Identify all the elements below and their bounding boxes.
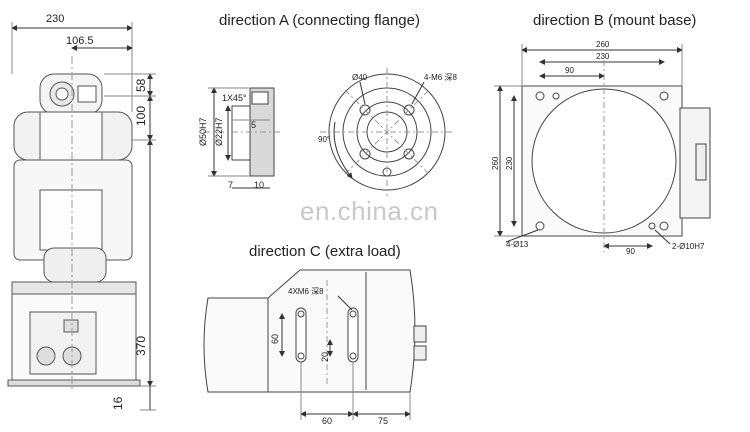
mount-base bbox=[494, 44, 711, 252]
flange-lip: 10 bbox=[254, 180, 264, 190]
watermark: en.china.cn bbox=[300, 196, 439, 226]
base-w-outer: 260 bbox=[596, 40, 610, 49]
shoulder bbox=[43, 247, 107, 283]
dim-100: 100 bbox=[134, 106, 148, 126]
flange-bore-inner: Ø22H7 bbox=[214, 117, 224, 146]
flange-bolt-circle: Ø40 bbox=[352, 73, 368, 82]
caption-direction-b: direction B (mount base) bbox=[533, 12, 697, 29]
load-v-small: 20 bbox=[320, 352, 330, 362]
load-h-dim2: 75 bbox=[378, 416, 388, 426]
flange-shoulder: 7 bbox=[228, 180, 233, 190]
caption-direction-a: direction A (connecting flange) bbox=[219, 12, 420, 29]
extra-load bbox=[203, 269, 427, 420]
caption-direction-c: direction C (extra load) bbox=[249, 243, 401, 260]
base-pins: 2-Ø10H7 bbox=[672, 242, 705, 251]
base-w-inner: 230 bbox=[596, 52, 610, 61]
left-view bbox=[7, 22, 156, 411]
dim-230: 230 bbox=[46, 13, 64, 25]
dim-16: 16 bbox=[111, 396, 125, 410]
base-holes: 4-Ø13 bbox=[506, 240, 529, 249]
base-h-outer: 260 bbox=[491, 156, 500, 170]
flange-bore-outer: Ø50H7 bbox=[198, 117, 208, 146]
base-h-inner: 230 bbox=[505, 156, 514, 170]
flange-angle: 90° bbox=[318, 135, 330, 144]
flange-chamfer: 1X45° bbox=[222, 93, 247, 103]
flange-threads: 4-M6 深8 bbox=[424, 73, 457, 82]
flange-front bbox=[320, 68, 454, 196]
flange-depth: 5 bbox=[251, 120, 256, 130]
dim-106-5: 106.5 bbox=[66, 35, 94, 47]
base-pin-dist: 90 bbox=[626, 247, 635, 256]
dim-370: 370 bbox=[134, 336, 148, 356]
load-h-dim1: 60 bbox=[322, 416, 332, 426]
load-v-dim: 60 bbox=[270, 334, 280, 344]
base-w-part: 90 bbox=[565, 66, 574, 75]
load-threads: 4XM6 深8 bbox=[288, 287, 324, 296]
flange-section bbox=[204, 87, 282, 189]
dim-58: 58 bbox=[134, 78, 148, 92]
